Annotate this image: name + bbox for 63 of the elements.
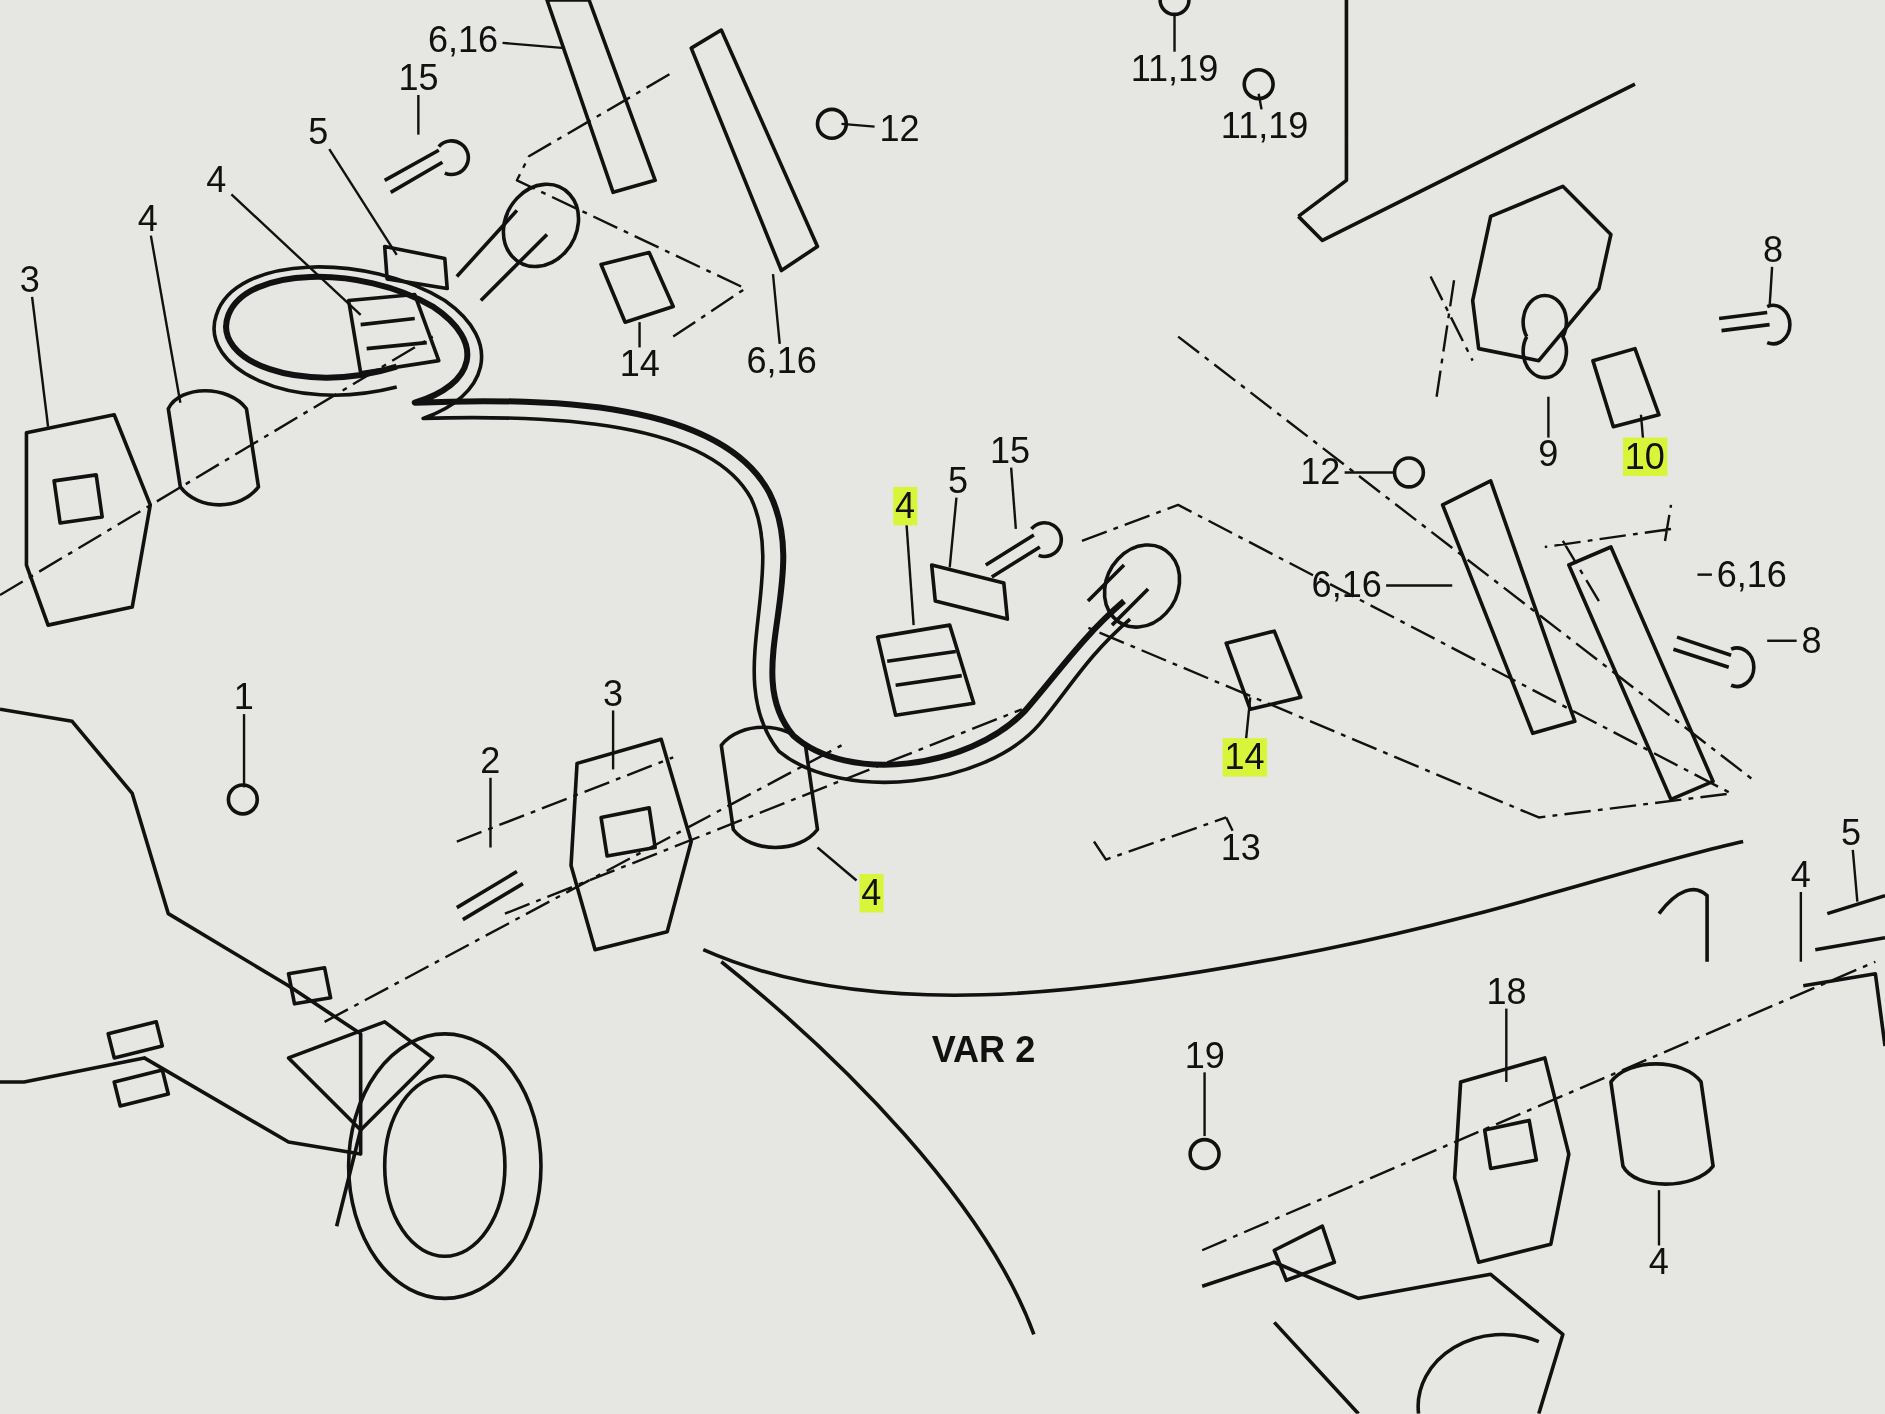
callout-number: 12 <box>1297 453 1343 492</box>
callout-number: 11,19 <box>1218 107 1311 146</box>
leader-line <box>1767 639 1797 642</box>
leader-line <box>816 846 858 882</box>
callout-number: 14 <box>617 345 663 384</box>
leader-line <box>1851 849 1859 902</box>
callout-number: 4 <box>1788 855 1814 895</box>
leader-line <box>611 710 615 770</box>
leader-line <box>417 94 420 135</box>
callout-number: 8 <box>1799 621 1824 660</box>
leader-line <box>1657 1190 1661 1246</box>
leader-line <box>149 235 182 403</box>
callout-number: 12 <box>877 109 922 148</box>
callout-number: 5 <box>1838 813 1864 853</box>
callout-number: 19 <box>1182 1036 1228 1075</box>
callout-number: 13 <box>1218 828 1264 867</box>
callout-number: 8 <box>1760 230 1786 270</box>
leader-line <box>1009 467 1018 530</box>
leader-line <box>1386 584 1453 587</box>
leader-line <box>771 273 781 344</box>
leader-line <box>230 193 362 316</box>
callout-number: 11,19 <box>1128 49 1221 88</box>
leader-line <box>1505 1008 1508 1082</box>
callout-number: 4 <box>1646 1243 1672 1282</box>
leader-line <box>242 714 246 788</box>
leader-line <box>638 322 641 348</box>
callout-number: 2 <box>477 741 503 781</box>
callout-number: 4 <box>135 199 161 239</box>
callout-number: 6,16 <box>744 341 820 380</box>
callout-number: 6,16 <box>425 20 501 59</box>
leader-line <box>1257 93 1263 110</box>
callout-number: 14 <box>1222 738 1267 777</box>
leader-line <box>1203 1072 1206 1137</box>
leader-line <box>30 296 50 427</box>
leader-line <box>1547 396 1550 438</box>
leader-line <box>948 497 958 568</box>
callout-number: 5 <box>305 113 331 152</box>
leader-line <box>1799 892 1803 962</box>
callout-number: 4 <box>858 874 884 913</box>
leader-line <box>489 777 492 848</box>
leader-line <box>1344 471 1395 474</box>
callout-number: 18 <box>1484 972 1529 1011</box>
leader-line <box>1244 697 1252 741</box>
callout-number: 6,16 <box>1714 555 1790 594</box>
callout-number: 4 <box>892 486 918 526</box>
variant-label: VAR 2 <box>931 1029 1036 1070</box>
leader-line <box>502 41 566 50</box>
leader-line <box>1225 816 1234 832</box>
leader-line <box>1697 573 1712 576</box>
callout-number: 1 <box>231 678 257 717</box>
leader-line <box>1768 266 1774 307</box>
callout-number: 6,16 <box>1309 566 1385 605</box>
leader-line <box>328 148 398 256</box>
callout-number: 3 <box>600 674 626 713</box>
leader-line <box>1173 14 1176 52</box>
callout-number: 5 <box>945 461 971 501</box>
callout-number: 4 <box>203 161 229 200</box>
leader-line <box>841 122 875 128</box>
callout-number: 9 <box>1535 435 1561 474</box>
callout-number: 10 <box>1622 437 1668 477</box>
callout-number: 3 <box>17 260 43 300</box>
callout-number: 15 <box>396 58 442 98</box>
callout-number: 15 <box>987 431 1033 471</box>
